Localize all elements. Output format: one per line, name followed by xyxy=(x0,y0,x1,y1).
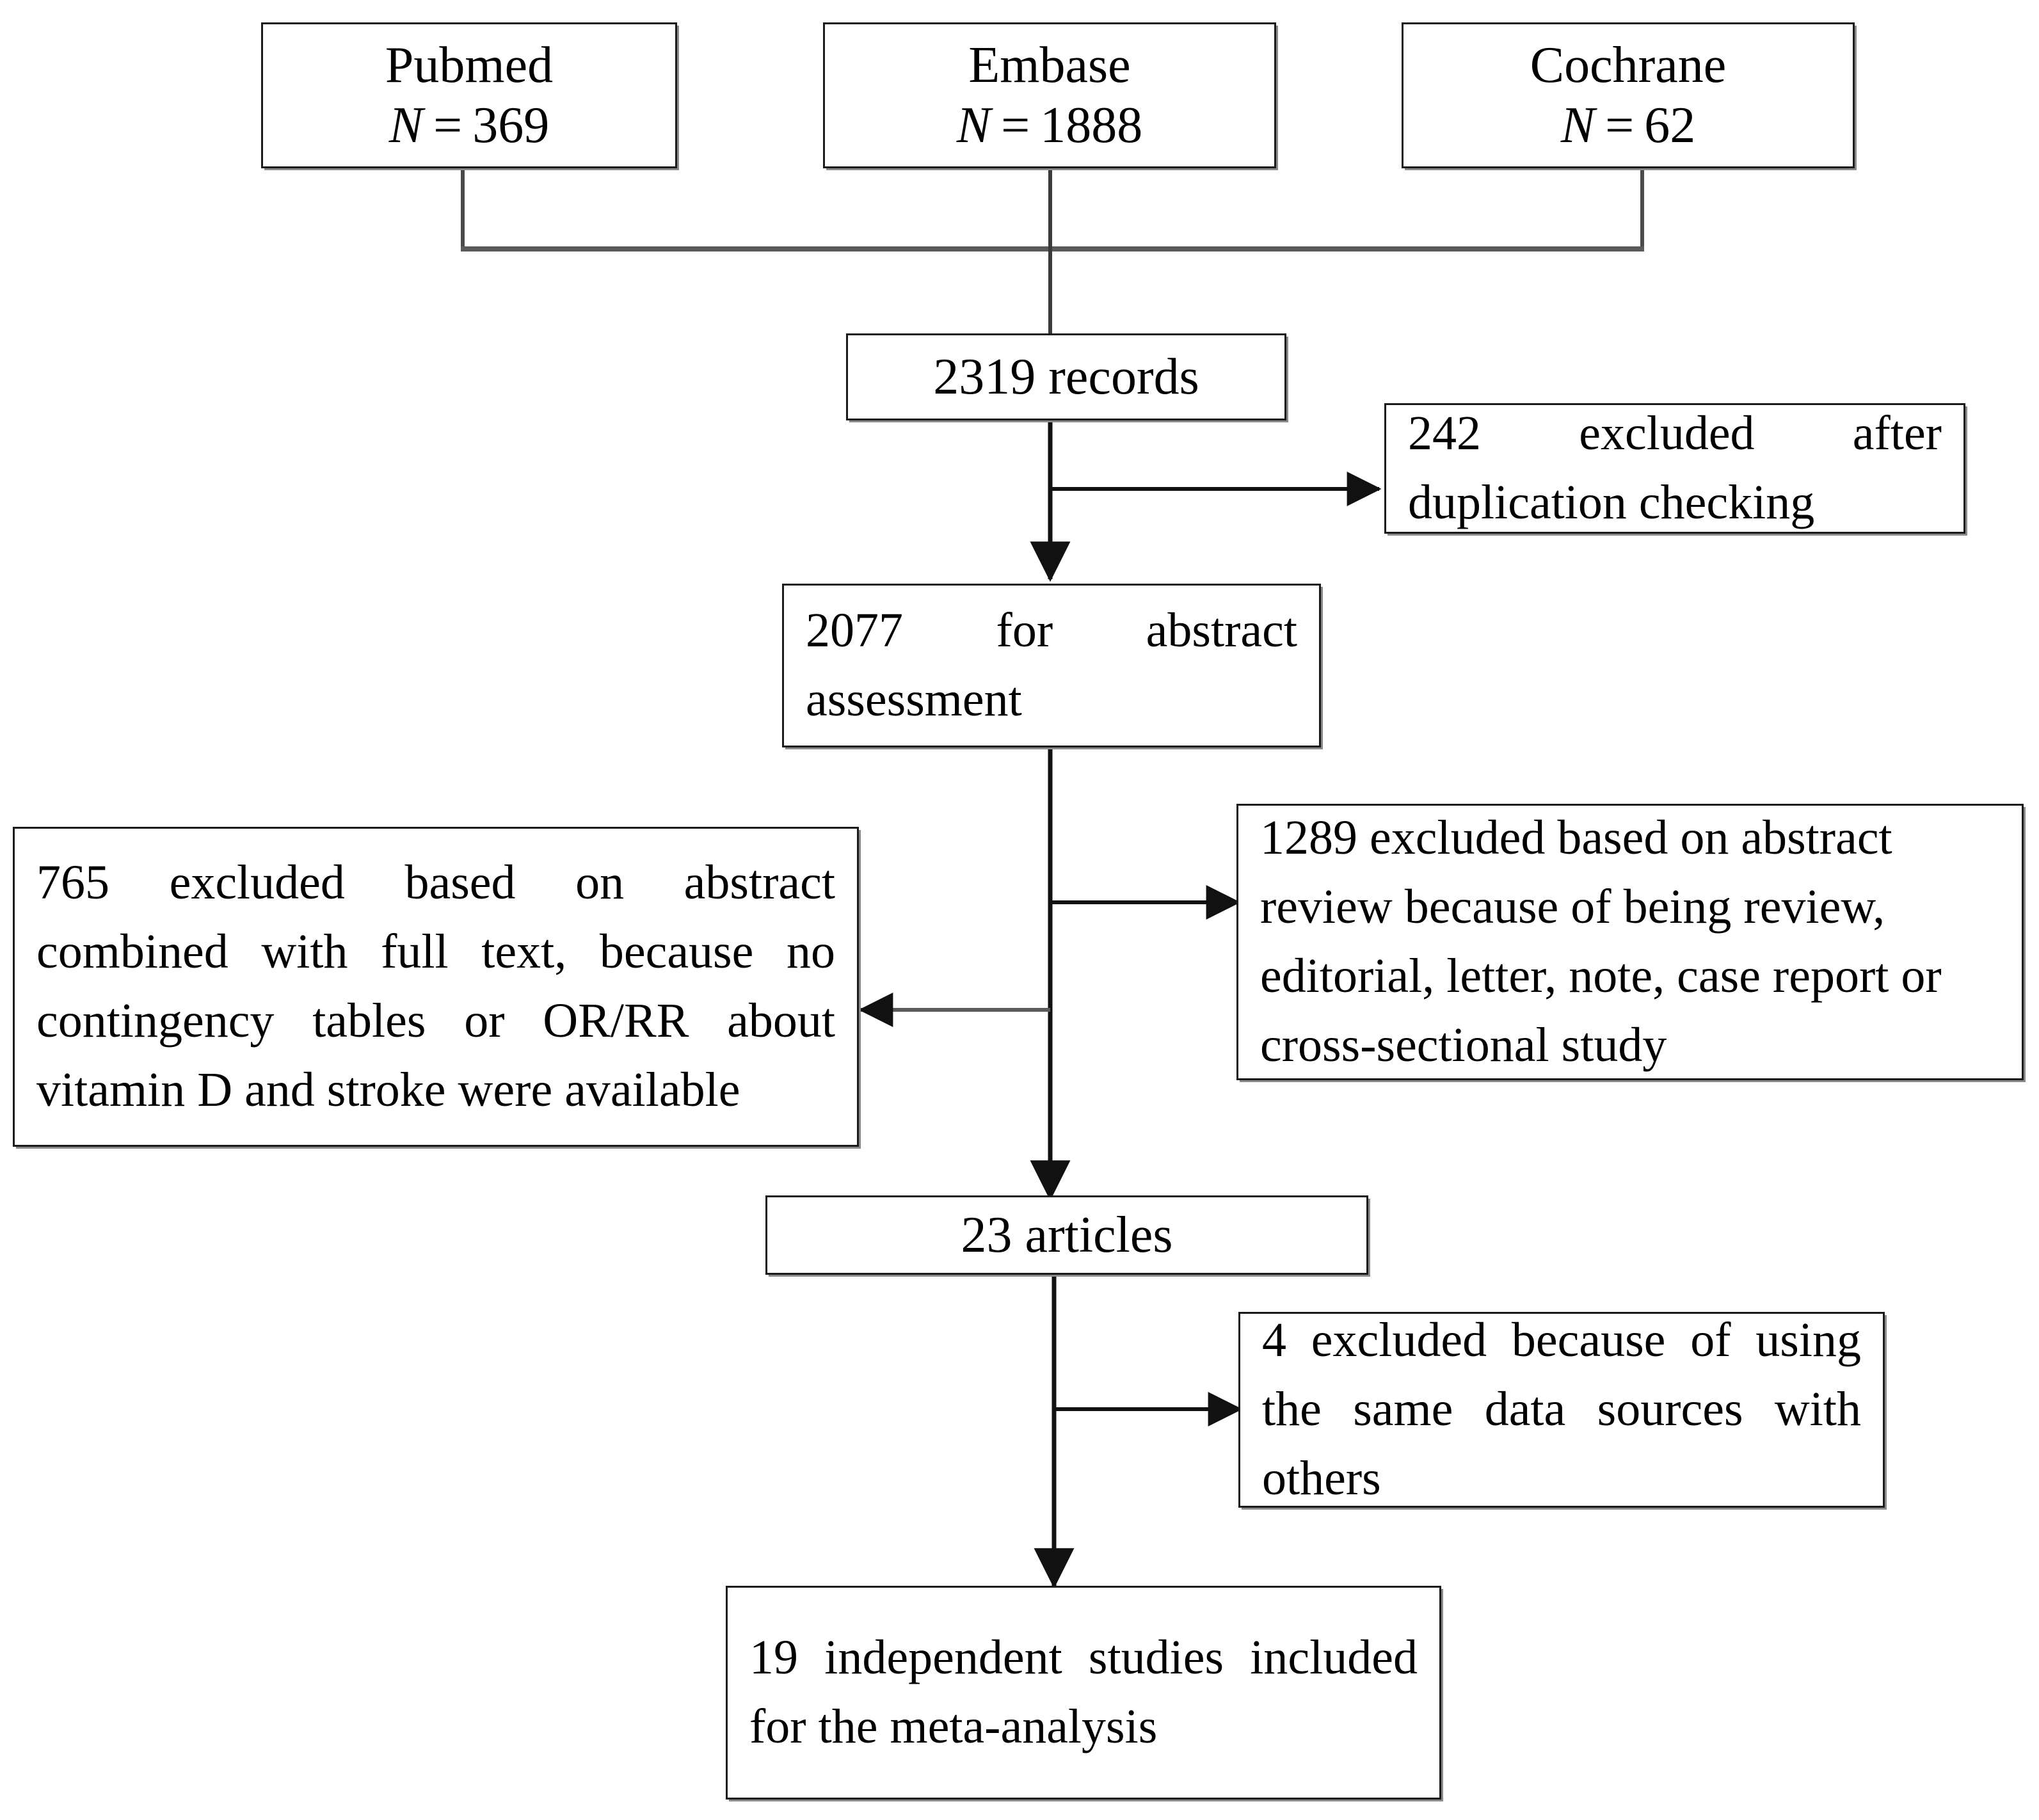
source-count-embase: N = 1888 xyxy=(956,97,1143,154)
node-included-studies[interactable]: 19 independent studies included for the … xyxy=(726,1586,1441,1800)
excluded-full-text-label: 765 excluded based on abstract combined … xyxy=(36,856,835,1117)
excluded-same-data-label: 4 excluded because of using the same dat… xyxy=(1262,1313,1861,1505)
articles-label: 23 articles xyxy=(961,1207,1173,1263)
node-abstract-assessment[interactable]: 2077 for abstract assessment xyxy=(782,584,1321,747)
node-records[interactable]: 2319 records xyxy=(846,333,1286,420)
records-label: 2319 records xyxy=(933,349,1199,405)
source-count-cochrane: N = 62 xyxy=(1560,97,1696,154)
node-source-embase[interactable]: Embase N = 1888 xyxy=(823,22,1276,168)
node-excluded-same-data[interactable]: 4 excluded because of using the same dat… xyxy=(1238,1312,1885,1508)
source-count-pubmed: N = 369 xyxy=(388,97,550,154)
node-excluded-duplicates[interactable]: 242 excluded after duplication checking xyxy=(1384,403,1965,534)
node-articles[interactable]: 23 articles xyxy=(765,1195,1368,1275)
source-name-pubmed: Pubmed xyxy=(385,36,554,93)
node-excluded-full-text[interactable]: 765 excluded based on abstract combined … xyxy=(13,827,859,1147)
included-studies-label: 19 independent studies included for the … xyxy=(749,1631,1418,1753)
excluded-duplicates-label: 242 excluded after duplication checking xyxy=(1408,406,1942,529)
node-source-cochrane[interactable]: Cochrane N = 62 xyxy=(1402,22,1855,168)
source-name-cochrane: Cochrane xyxy=(1530,36,1727,93)
source-name-embase: Embase xyxy=(968,36,1131,93)
node-source-pubmed[interactable]: Pubmed N = 369 xyxy=(261,22,677,168)
abstract-assessment-label: 2077 for abstract assessment xyxy=(806,603,1297,726)
excluded-abstract-review-label: 1289 excluded based on abstract review b… xyxy=(1260,811,1942,1072)
node-excluded-abstract-review[interactable]: 1289 excluded based on abstract review b… xyxy=(1236,804,2024,1080)
